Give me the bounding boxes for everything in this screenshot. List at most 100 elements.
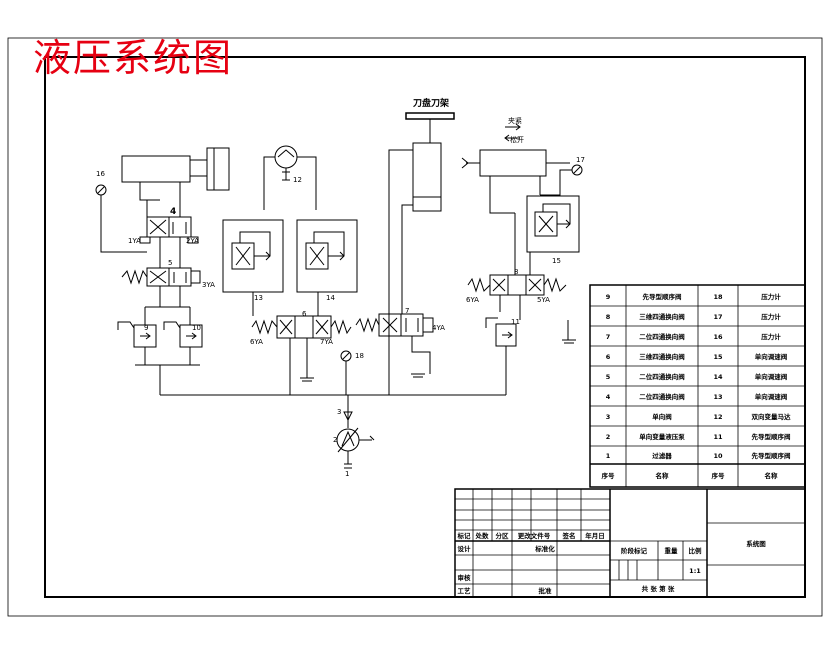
sequence-valve-9 xyxy=(117,307,157,365)
filter-1 xyxy=(344,463,352,469)
tb-mark: 标记 xyxy=(457,531,472,540)
table-row-name2: 先导型顺序阀 xyxy=(752,451,792,460)
flow-valve-15 xyxy=(526,195,580,275)
component-18: 18 xyxy=(355,352,364,360)
component-2: 2 xyxy=(333,436,337,444)
table-header-name: 名称 xyxy=(656,471,670,480)
solenoid-4ya: 4YA xyxy=(432,324,445,332)
table-row-name: 单向阀 xyxy=(652,412,672,421)
tb-scale: 比例 xyxy=(689,546,703,555)
table-row-name2: 压力计 xyxy=(761,312,781,321)
table-row-no: 6 xyxy=(606,353,611,361)
flow-valve-14 xyxy=(296,219,358,316)
table-row-no2: 14 xyxy=(713,373,723,381)
table-row-no: 8 xyxy=(606,313,611,321)
component-16: 16 xyxy=(96,170,105,178)
component-12: 12 xyxy=(293,176,302,184)
table-header-name2: 名称 xyxy=(765,471,779,480)
table-row-no: 7 xyxy=(606,333,611,341)
clamp-cylinder-right xyxy=(461,123,570,214)
turret-assembly: 刀盘刀架 xyxy=(388,97,455,395)
clamp-cylinder-left xyxy=(121,147,230,201)
pressure-gauge-17 xyxy=(540,164,583,196)
tb-change-doc: 更改文件号 xyxy=(518,531,551,540)
parts-table-text: 9 先导型顺序阀 18 压力计 8 三维四通换向阀 17 压力计 7 二位四通换… xyxy=(601,292,792,480)
component-17: 17 xyxy=(576,156,585,164)
table-row-no: 9 xyxy=(606,293,611,301)
solenoid-3ya: 3YA xyxy=(202,281,215,289)
table-row-name2: 双向变量马达 xyxy=(752,412,792,421)
table-row-no2: 12 xyxy=(713,413,722,421)
tb-date: 年月日 xyxy=(585,531,605,540)
table-row-name2: 单向调速阀 xyxy=(755,392,788,401)
table-header-no: 序号 xyxy=(601,471,616,480)
table-row-no2: 18 xyxy=(713,293,723,301)
tb-weight: 重量 xyxy=(665,546,679,555)
pressure-gauge-18 xyxy=(340,350,352,395)
table-row-no: 5 xyxy=(606,373,611,381)
pump-2 xyxy=(336,427,375,464)
table-row-no: 2 xyxy=(606,433,611,441)
release-label: 松开 xyxy=(510,135,524,144)
table-row-name: 三维四通换向阀 xyxy=(639,352,685,361)
tank-6 xyxy=(300,377,314,382)
outer-frame xyxy=(7,37,823,617)
table-row-no2: 16 xyxy=(713,333,723,341)
tb-count: 处数 xyxy=(475,531,490,540)
pressure-gauge-16 xyxy=(95,184,147,253)
component-8: 8 xyxy=(514,268,518,276)
inner-frame xyxy=(44,56,806,598)
table-row-name2: 先导型顺序阀 xyxy=(752,432,792,441)
component-9: 9 xyxy=(144,324,148,332)
clamp-label: 夹紧 xyxy=(508,116,522,125)
sequence-valve-11 xyxy=(485,317,517,395)
tb-standard: 标准化 xyxy=(534,544,555,553)
solenoid-6ya-left: 6YA xyxy=(250,338,263,346)
flow-valve-13 xyxy=(222,219,284,316)
component-3: 3 xyxy=(337,408,341,416)
table-row-name: 二位四通换向阀 xyxy=(639,392,685,401)
tb-review: 审核 xyxy=(458,573,472,582)
table-row-no2: 10 xyxy=(713,452,723,460)
tb-scale-value: 1:1 xyxy=(689,567,701,575)
component-10: 10 xyxy=(192,324,201,332)
component-4: 4 xyxy=(170,207,176,217)
solenoid-2ya: 2YA xyxy=(186,237,199,245)
component-15: 15 xyxy=(552,257,561,265)
table-row-name: 二位四通换向阀 xyxy=(639,372,685,381)
solenoid-1ya: 1YA xyxy=(128,237,141,245)
tank-8-line xyxy=(567,320,576,341)
table-row-no: 3 xyxy=(606,413,611,421)
valve-5 xyxy=(121,267,201,307)
table-row-name: 过滤器 xyxy=(652,451,672,460)
tb-approve: 批准 xyxy=(539,586,553,595)
table-row-name: 三维四通换向阀 xyxy=(639,312,685,321)
table-row-no: 4 xyxy=(606,393,611,401)
table-row-name2: 压力计 xyxy=(761,292,781,301)
tb-process: 工艺 xyxy=(458,586,472,595)
table-row-name: 单向变量液压泵 xyxy=(639,432,685,441)
table-row-no2: 15 xyxy=(713,353,723,361)
drawing-title: 液压系统图 xyxy=(33,36,234,80)
solenoid-6ya-right: 6YA xyxy=(466,296,479,304)
turret-label: 刀盘刀架 xyxy=(413,97,449,109)
title-block-text: 标记 处数 分区 更改文件号 签名 年月日 设计 标准化 审核 工艺 批准 阶段… xyxy=(457,531,767,595)
component-6: 6 xyxy=(302,310,307,318)
tb-design: 设计 xyxy=(458,544,472,553)
solenoid-7ya: 7YA xyxy=(320,338,333,346)
tb-sign: 签名 xyxy=(562,531,576,540)
table-row-no2: 11 xyxy=(713,433,723,441)
valve-4 xyxy=(139,200,199,268)
component-13: 13 xyxy=(254,294,263,302)
sequence-valve-10 xyxy=(163,307,203,365)
component-14: 14 xyxy=(326,294,335,302)
table-row-name2: 压力计 xyxy=(761,332,781,341)
table-row-no: 1 xyxy=(606,452,611,460)
table-row-name2: 单向调速阀 xyxy=(755,352,788,361)
tank-8 xyxy=(562,339,576,344)
table-row-name: 二位四通换向阀 xyxy=(639,332,685,341)
table-row-name: 先导型顺序阀 xyxy=(643,292,683,301)
component-5: 5 xyxy=(168,259,172,267)
